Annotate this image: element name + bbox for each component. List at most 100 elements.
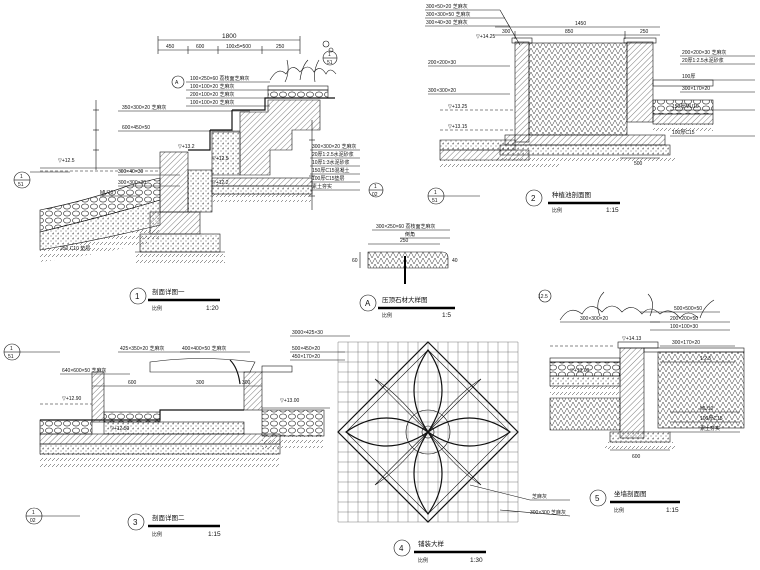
d1-dim-d: 250 [276, 44, 285, 50]
d5-level-0: ▽+14.13 [622, 336, 641, 342]
d5-callout-6: MU10 [700, 406, 714, 412]
d2-number: 2 [531, 194, 536, 203]
d1-callout-A: A [171, 75, 185, 89]
d5-callouts: 500×500×50 300×300×20 200×200×50 100×100… [560, 306, 740, 433]
d2-section-mark: 1 51 [427, 187, 480, 205]
d1-levels: ▽+12.5 ▽+13.2 ▽+12.5 ▽+12.2 [58, 144, 229, 186]
d5-callout-0: 500×500×50 [674, 306, 702, 312]
d3-level-0: ▽+12.90 [62, 396, 81, 402]
d2-left-callout-0: 200×200×30 [428, 60, 456, 66]
section-detail-1: 1800 450 600 100x5=500 250 1 51 A 100× [13, 33, 384, 312]
d5-callout-7: 100厚C15 [700, 416, 723, 422]
d1-scale-label: 比例 [152, 305, 162, 312]
d5-title-block: 5 坐墙剖面图 比例 1:15 [589, 489, 680, 514]
d1-dim-total: 1800 [222, 33, 237, 40]
planter-section-2: 300×50×20 芝麻灰 300×300×50 芝麻灰 300×40×30 芝… [425, 3, 755, 214]
d2-dim-total: 1450 [575, 21, 586, 27]
d3-dim-a: 600 [128, 380, 137, 386]
d3-level-2: ▽+13.00 [280, 398, 299, 404]
d3-callout-0: 425×350×20 芝麻灰 [120, 345, 164, 352]
d1-callout-5: 600×450×50 [122, 125, 150, 131]
d1-steps-structure [39, 85, 335, 264]
d5-number-circle [589, 489, 607, 507]
d1-top-callouts: 100×250×60 荔枝面芝麻灰 100×100×20 芝麻灰 200×100… [100, 75, 270, 197]
d2-bottom-dim-value: 500 [634, 161, 643, 167]
d1-dim-a: 450 [166, 44, 175, 50]
d2-top-callout-1: 300×300×50 芝麻灰 [426, 11, 470, 18]
svg-text:51: 51 [432, 198, 438, 204]
d1-top-dimensions: 1800 450 600 100x5=500 250 [157, 33, 301, 54]
d3-mark-bottom-num: 1 [32, 510, 35, 516]
d1-mark-left-num: 1 [20, 174, 23, 180]
d4-number-circle [393, 539, 411, 557]
d2-right-callout-3: 300×170×20 [682, 86, 710, 92]
d2-top-callout-2: 300×40×30 芝麻灰 [426, 19, 468, 26]
d4-number: 4 [399, 544, 404, 553]
d3-mark-left-num: 1 [10, 346, 13, 352]
d5-structure [549, 341, 745, 452]
d1-plant-sketch [269, 40, 337, 83]
d1-mark-top-sheet: 51 [327, 60, 333, 66]
d2-level-1: ▽+13.25 [448, 104, 467, 110]
d2-right-callout-5: 100厚C15 [672, 130, 695, 136]
d3-mark-left-sheet: 51 [8, 354, 14, 360]
d2-title: 种植池剖面图 [552, 190, 591, 199]
d5-callout-1: 300×300×20 [580, 316, 608, 322]
d1-mark-right-sheet: 02 [372, 192, 378, 198]
dA-letter-circle [359, 294, 377, 312]
d3-section-mark-bottom: 1 02 [25, 507, 80, 525]
d5-dim-1: 600 [632, 454, 641, 460]
d1-dim-c: 100x5=500 [226, 44, 251, 50]
d2-top-callouts: 300×50×20 芝麻灰 300×300×50 芝麻灰 300×40×30 芝… [425, 3, 521, 46]
d1-layer-callouts: 300×300×20 芝麻灰 20厚1:2.5水泥砂浆 10厚1:3水泥砂浆 1… [310, 143, 360, 191]
d2-levels: ▽+14.25 ▽+13.25 ▽+13.15 [448, 34, 495, 130]
d1-callout-7: 300×300×30 [118, 180, 146, 186]
d1-scale: 1:20 [206, 305, 219, 312]
d1-callout-1: 100×100×20 芝麻灰 [190, 83, 234, 90]
d3-callout-3: 3000×425×30 [292, 330, 323, 336]
d3-scale-label: 比例 [152, 531, 162, 538]
d1-title: 剖面详图一 [152, 287, 185, 296]
d1-level-2: ▽+12.5 [212, 156, 229, 162]
d2-top-callout-0: 300×50×20 芝麻灰 [426, 3, 468, 10]
d5-callout-4: 300×170×20 [672, 340, 700, 346]
d1-layer-2: 10厚1:3水泥砂浆 [312, 159, 350, 166]
d4-flower-pattern [344, 348, 512, 516]
d2-dim-a: 300 [502, 29, 511, 35]
dA-title-block: A 压顶石材大样图 比例 1:5 [359, 294, 455, 319]
d1-callout-4: 350×300×20 芝麻灰 [122, 104, 166, 111]
d1-layer-4: 100厚C15垫层 [312, 175, 345, 182]
d3-dim-b: 300 [196, 380, 205, 386]
d5-levels: ▽+14.13 ▽+13.60 [570, 336, 641, 374]
d5-dims: 12.5 600 [538, 289, 670, 460]
d5-callout-8: 素土夯实 [700, 425, 720, 432]
d2-dimensions: 1450 300 850 250 [495, 21, 660, 39]
d5-scale: 1:15 [666, 507, 679, 514]
dA-letter: A [365, 299, 371, 308]
d4-title-block: 4 铺装大样 比例 1:30 [393, 539, 486, 564]
d1-mark-left-sheet: 51 [18, 182, 24, 188]
d2-right-callouts: 200×200×30 芝麻灰 20厚1:2.5水泥砂浆 100厚 300×170… [670, 49, 755, 137]
d2-left-callout-1: 300×300×20 [428, 88, 456, 94]
dA-scale: 1:5 [442, 312, 451, 319]
d2-bottom-dim: 500 [620, 157, 660, 167]
d3-title: 剖面详图二 [152, 513, 185, 522]
dA-dim-width: 250 [400, 238, 409, 244]
d5-callout-2: 200×200×50 [670, 316, 698, 322]
d3-callout-1: 400×400×50 芝麻灰 [182, 345, 226, 352]
d1-layer-5: 素土夯实 [312, 183, 332, 190]
d4-callouts: 芝麻灰 300×300 芝麻灰 [469, 484, 571, 517]
d5-plant-sketch [559, 291, 715, 321]
d5-dim-0: 12.5 [538, 294, 548, 300]
d1-level-0: ▽+12.5 [58, 158, 75, 164]
d5-title: 坐墙剖面图 [614, 489, 647, 498]
d1-layer-3: 150厚C15混凝土 [312, 167, 350, 174]
d2-right-callout-2: 100厚 [682, 74, 695, 80]
d4-scale-label: 比例 [418, 557, 428, 564]
d3-mark-bottom-sheet: 02 [30, 518, 36, 524]
paving-detail-4: 芝麻灰 300×300 芝麻灰 4 铺装大样 比例 1:30 [337, 341, 571, 564]
coping-stone-detail-A: 300×250×60 荔枝面芝麻灰 倒角 250 60 40 A 压顶石材大样图… [352, 223, 458, 319]
d4-callout-0: 芝麻灰 [532, 493, 547, 500]
d2-level-0: ▽+14.25 [476, 34, 495, 40]
